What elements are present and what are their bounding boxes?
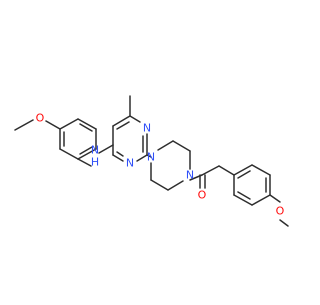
nitrogen-piperazine-bottom-label: N [186,169,194,182]
ring-b-double-bond [237,191,251,200]
amine-linker [77,144,114,167]
oxygen-label-left: O [36,112,45,125]
ring-a-bond [59,118,79,130]
ring-b-double-bond [237,170,251,179]
pyr-bond [136,154,148,162]
ring-b-bond [251,164,271,176]
hydrogen-amine-label: H [91,156,99,169]
n-to-pyrimidine-bond [98,144,114,154]
ring-a-to-n-bond [77,158,92,167]
ch2-to-ring-bond [218,165,235,176]
pyr-bond [112,115,131,127]
atom-labels: O N H N N N N O O [36,112,285,218]
nitrogen-piperazine-top-label: N [147,151,155,164]
o-ring-bond-left [45,120,61,130]
nitrogen-amine-label: N [91,144,99,157]
pyr-to-piperazine-bond [146,154,152,158]
ring-b-bond [233,164,253,176]
pip-bond [167,180,184,191]
methyl-o-bond-left [14,119,34,131]
pip-bond [157,140,174,151]
molecule-structure: O N H N N N N O O [14,95,289,227]
piperazine-ring [146,140,191,191]
ring-a-bond [59,148,79,160]
ring-to-o-bond-right [269,194,281,203]
nitrogen-pyrimidine-left-label: N [126,157,134,170]
pip-bond [172,140,191,152]
ring-a-double-bond [79,123,93,132]
carbonyl-to-ch2-bond [201,165,220,176]
pyr-bond [129,115,141,123]
left-methoxyphenyl-group [14,118,97,160]
oxygen-carbonyl-label: O [198,189,207,202]
acetyl-methoxyphenyl-group [189,164,289,227]
ring-a-bond [77,148,97,160]
pip-bond [150,179,169,191]
molecule-canvas: O N H N N N N O O [14,95,289,227]
oxygen-label-right: O [276,205,285,218]
ring-a-bond [77,118,97,130]
pyr-bond [112,154,124,162]
pyr-double-bond [116,151,124,157]
ring-b-bond [233,194,253,206]
ring-a-double-bond [79,146,93,155]
ring-b-bond [251,194,271,206]
pyrimidine-ring [112,95,148,162]
nitrogen-pyrimidine-right-label: N [143,122,151,135]
pyr-double-bond [116,121,130,130]
o-methyl-bond-right [279,219,289,227]
